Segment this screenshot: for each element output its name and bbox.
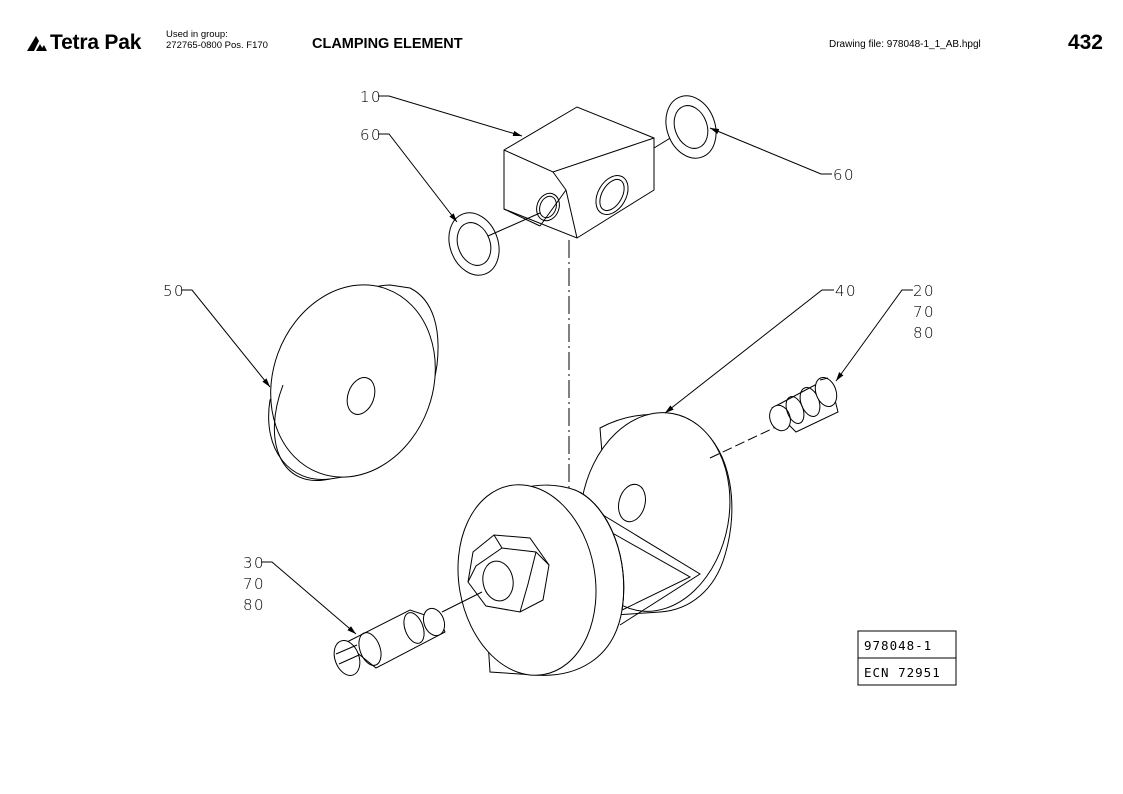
used-in-label: Used in group: (166, 29, 228, 40)
tetra-pak-logo: Tetra Pak (26, 30, 141, 56)
leader-lines (181, 95, 913, 635)
ecn-number: ECN 72951 (864, 665, 941, 680)
used-in-value: 272765-0800 Pos. F170 (166, 40, 268, 51)
part-10-block (503, 106, 691, 239)
callout-60-right: 60 (833, 166, 855, 184)
callout-20: 20 (913, 282, 935, 300)
drawing-title-box: 978048-1 ECN 72951 (857, 630, 957, 686)
part-60-washer-left (448, 212, 541, 276)
tetra-pak-logo-icon (27, 36, 47, 51)
drawing-file: Drawing file: 978048-1_1_AB.hpgl (829, 39, 981, 50)
page-header: Tetra Pak Used in group: 272765-0800 Pos… (0, 0, 1123, 70)
part-40-clamp-body (457, 412, 779, 676)
callout-40: 40 (835, 282, 857, 300)
drawing-number: 978048-1 (864, 638, 932, 653)
part-60-washer-right (665, 95, 717, 159)
brand-name: Tetra Pak (50, 31, 142, 54)
page-title: CLAMPING ELEMENT (312, 36, 463, 52)
used-in-group: Used in group: 272765-0800 Pos. F170 (166, 29, 268, 51)
callout-30-80: 80 (243, 596, 265, 614)
part-30-pin (333, 591, 483, 676)
part-50-disc (268, 284, 439, 481)
callout-50: 50 (163, 282, 185, 300)
callout-10: 10 (360, 88, 382, 106)
callout-20-80: 80 (913, 324, 935, 342)
callout-30-70: 70 (243, 575, 265, 593)
callout-20-70: 70 (913, 303, 935, 321)
callout-30: 30 (243, 554, 265, 572)
callout-labels: 10 60 60 50 40 20 70 80 30 70 80 (163, 88, 935, 614)
part-20-pin (769, 376, 839, 433)
callout-60-left: 60 (360, 126, 382, 144)
page-number: 432 (1067, 31, 1103, 54)
